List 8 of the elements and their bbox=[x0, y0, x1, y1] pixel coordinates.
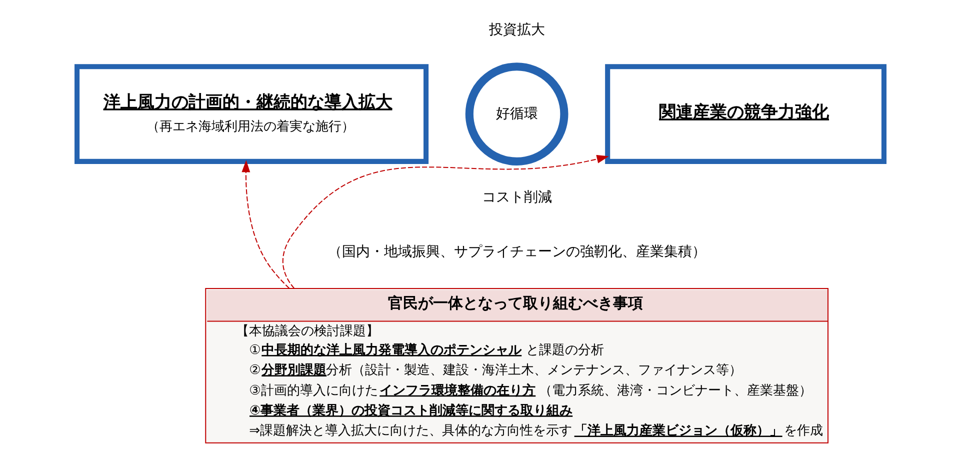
label: 投資拡大 bbox=[488, 22, 544, 38]
arrow bbox=[241, 160, 290, 289]
node-box: 洋上風力の計画的・継続的な導入拡大 （再エネ海域利用法の着実な施行） bbox=[74, 64, 428, 164]
label: コスト削減 bbox=[481, 189, 552, 206]
label: （国内・地域振興、サプライチェーンの強靭化、産業集積） bbox=[327, 244, 706, 260]
node-circle: 好循環 bbox=[464, 62, 568, 166]
arrow bbox=[282, 154, 608, 289]
node-box: 関連産業の競争力強化 bbox=[604, 64, 886, 164]
